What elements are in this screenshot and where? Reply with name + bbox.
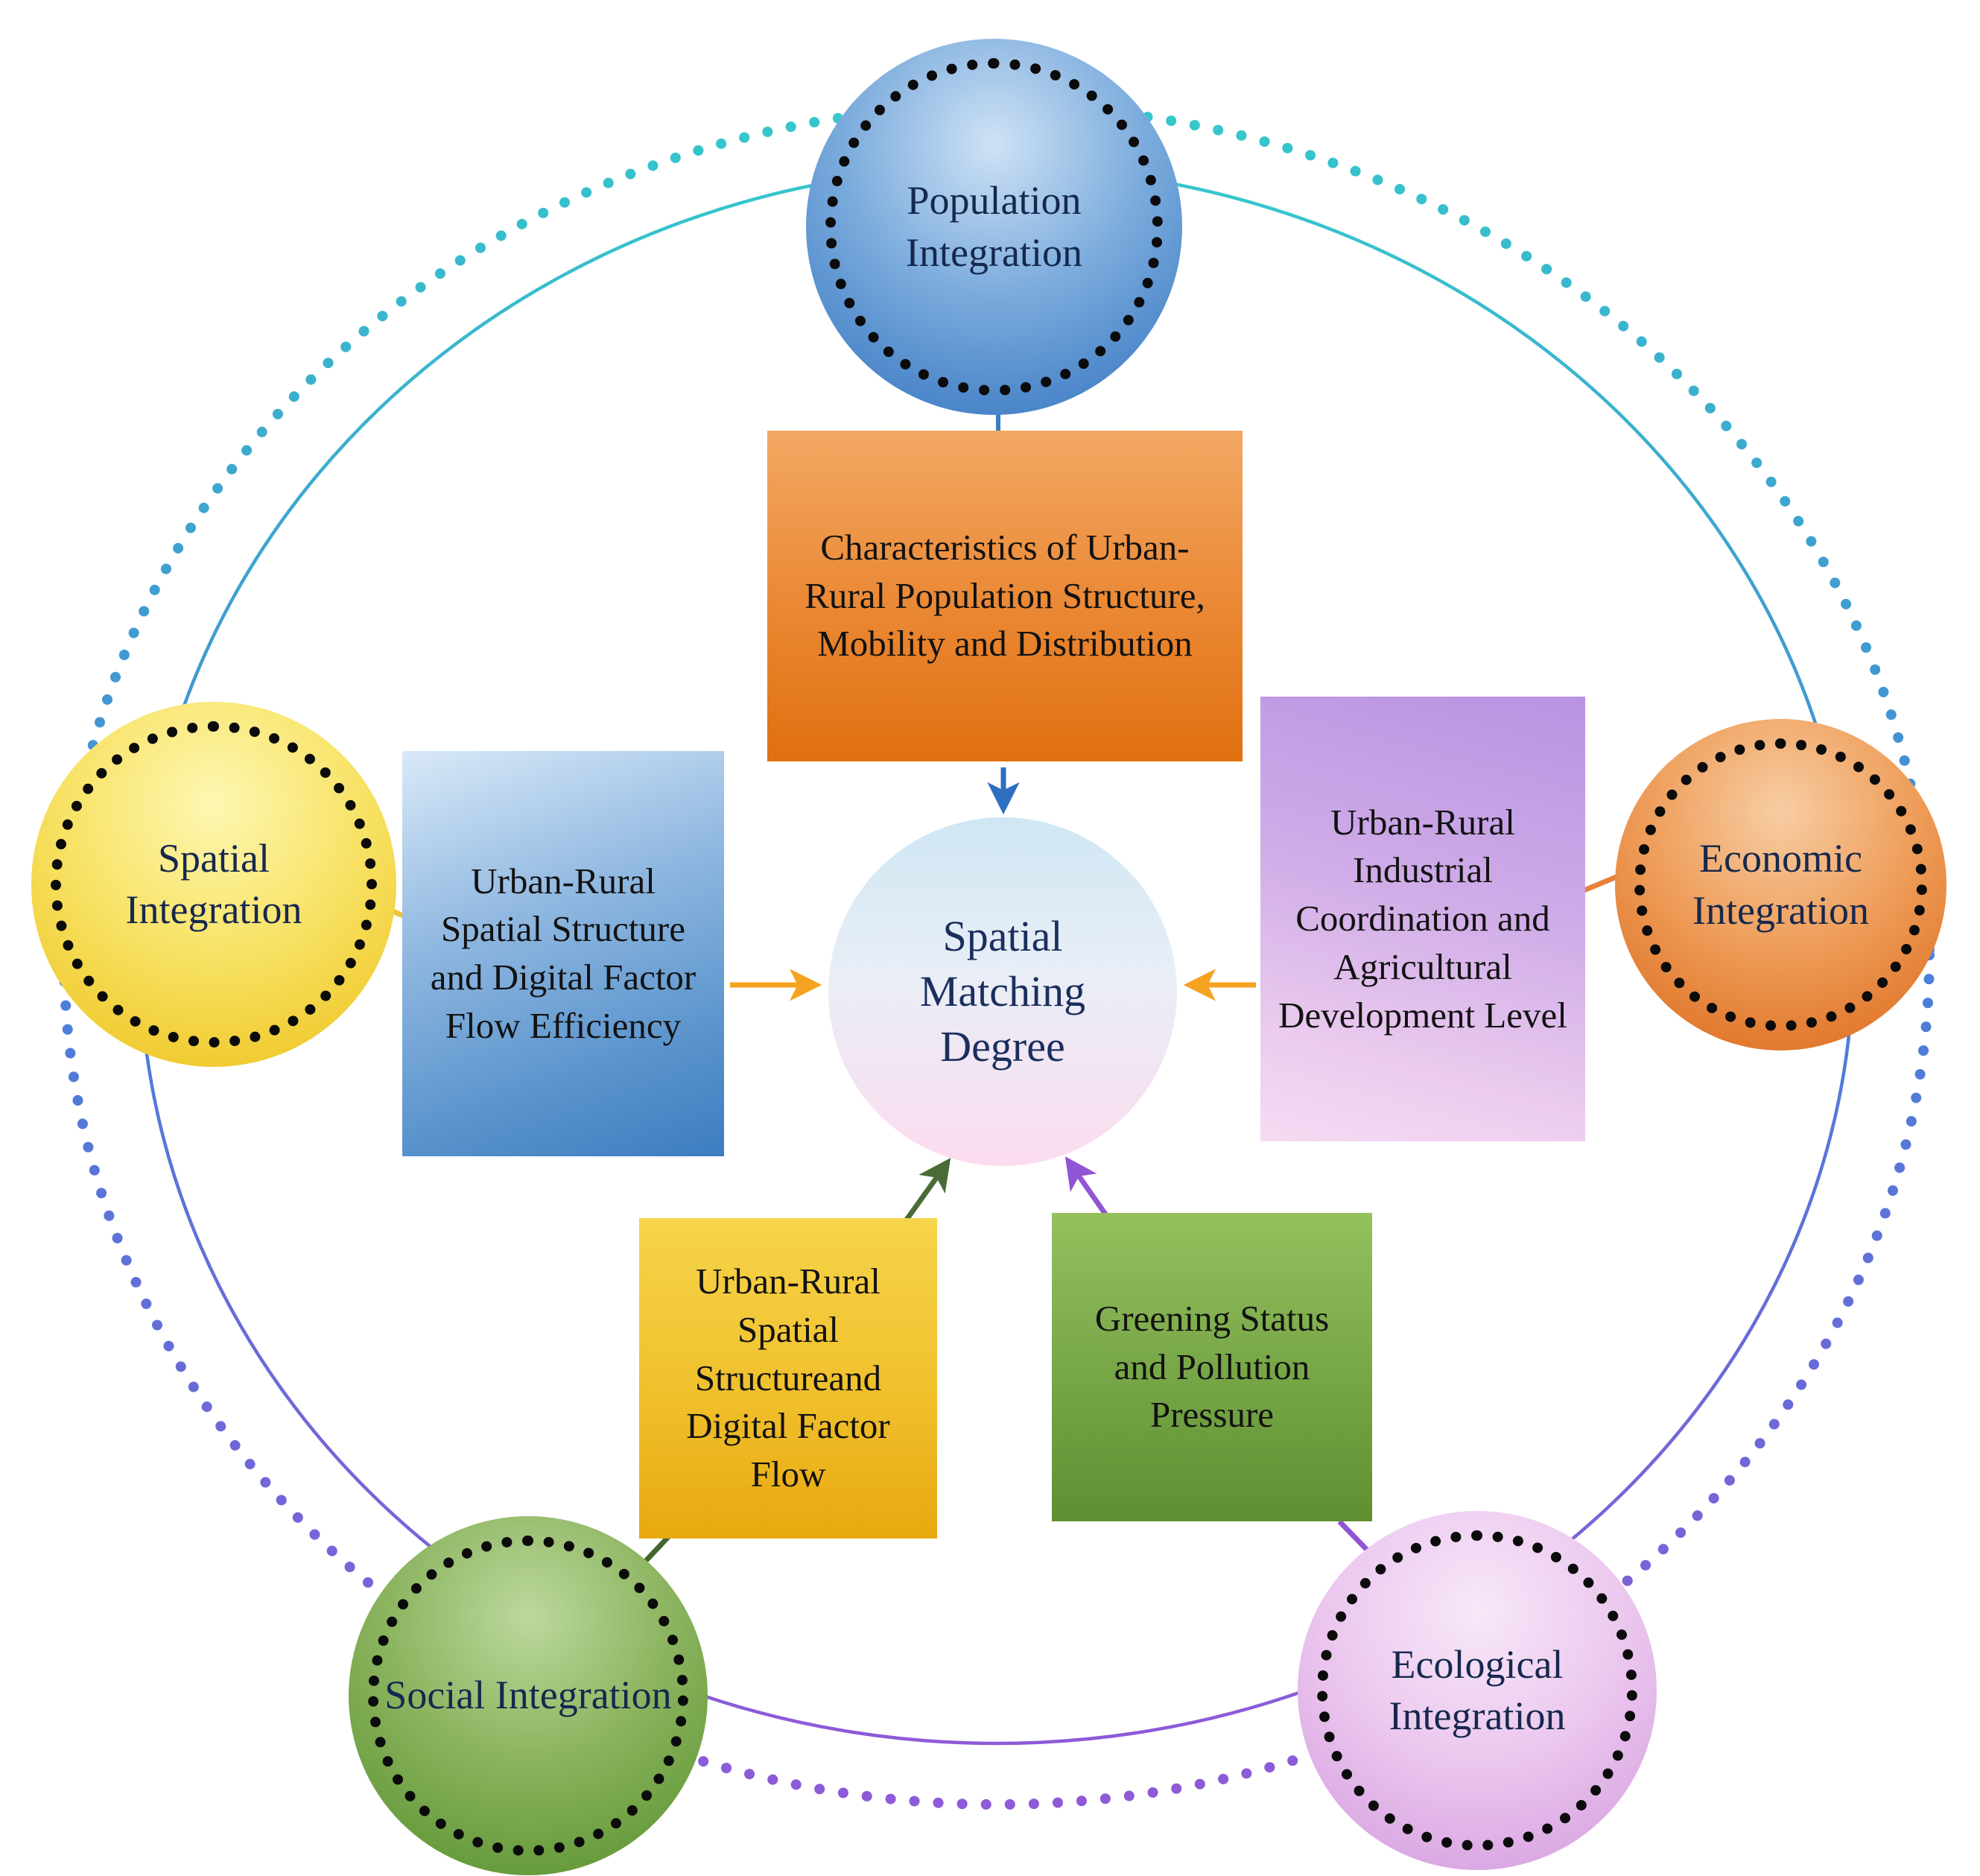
node-population-integration: Population Integration — [806, 39, 1182, 415]
node-label: Economic Integration — [1692, 836, 1869, 933]
node-social-integration: Social Integration — [349, 1516, 708, 1875]
node-spatial-matching-degree: Spatial Matching Degree — [828, 817, 1177, 1166]
node-label: Spatial Matching Degree — [919, 911, 1086, 1071]
node-label: Population Integration — [906, 178, 1082, 275]
box-greening-pollution: Greening Status and Pollution Pressure — [1052, 1213, 1372, 1521]
box-label: Urban-Rural Industrial Coordination and … — [1278, 801, 1567, 1036]
arrow-social-to-center — [901, 1158, 951, 1227]
box-industrial-coordination: Urban-Rural Industrial Coordination and … — [1260, 697, 1585, 1141]
node-ecological-integration: Ecological Integration — [1298, 1511, 1657, 1870]
node-label: Ecological Integration — [1389, 1641, 1566, 1738]
box-label: Urban-Rural Spatial Structureand Digital… — [686, 1261, 890, 1495]
box-spatial-structure-flow: Urban-Rural Spatial Structureand Digital… — [639, 1218, 937, 1538]
node-economic-integration: Economic Integration — [1615, 719, 1946, 1051]
box-population-characteristics: Characteristics of Urban-Rural Populatio… — [767, 431, 1243, 761]
box-label: Characteristics of Urban-Rural Populatio… — [805, 526, 1205, 665]
box-label: Urban-Rural Spatial Structure and Digita… — [430, 860, 697, 1046]
node-label: Social Integration — [384, 1673, 672, 1718]
node-label: Spatial Integration — [125, 835, 302, 932]
box-spatial-structure-efficiency: Urban-Rural Spatial Structure and Digita… — [402, 751, 724, 1156]
box-label: Greening Status and Pollution Pressure — [1094, 1297, 1330, 1436]
node-spatial-integration: Spatial Integration — [31, 702, 396, 1067]
